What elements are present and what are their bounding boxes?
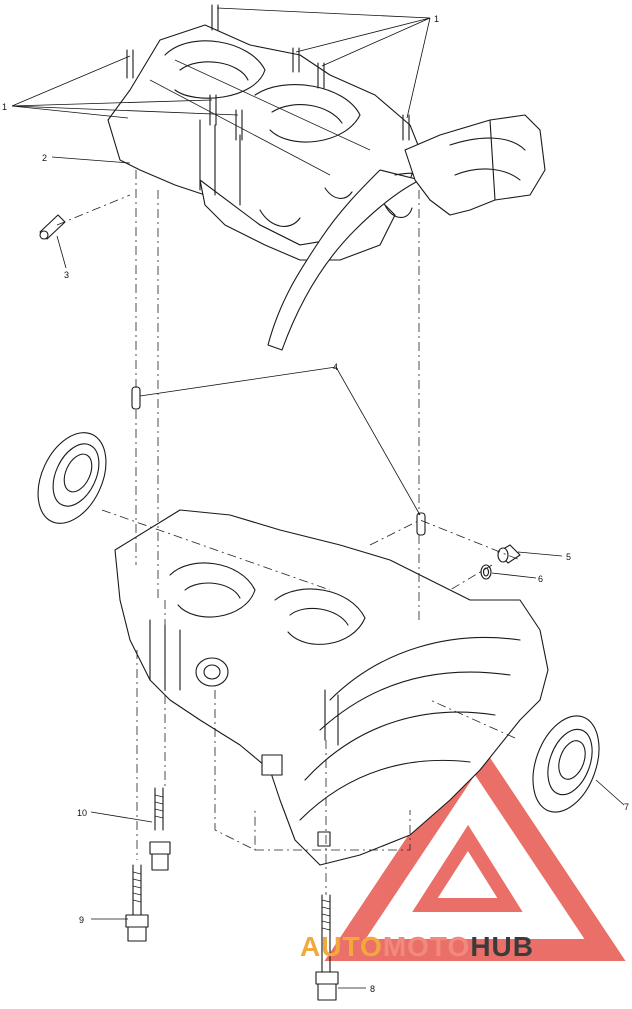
upper-crankcase [107, 4, 546, 351]
callout-4: 4 [333, 362, 338, 372]
leader-lines [11, 7, 625, 989]
bolt-10 [149, 787, 171, 871]
bolt-8 [315, 894, 339, 1001]
watermark-logo-text: AUTOMOTOHUB [300, 931, 534, 962]
callout-1-left: 1 [2, 102, 7, 112]
bolt-9 [125, 864, 149, 942]
callout-labels: 1 1 2 3 4 5 6 7 8 9 10 [2, 14, 629, 994]
callout-10: 10 [77, 808, 87, 818]
watermark-triangle-logo [324, 735, 626, 961]
callout-3: 3 [64, 270, 69, 280]
dowel-pin-3 [39, 214, 66, 240]
plug-and-washer [480, 544, 521, 580]
oil-seal-right [532, 715, 600, 813]
assembly-centerlines [56, 170, 521, 895]
callout-7: 7 [624, 802, 629, 812]
callout-2: 2 [42, 153, 47, 163]
callout-9: 9 [79, 915, 84, 925]
watermark-moto: MOTO [383, 931, 470, 962]
callout-8: 8 [370, 984, 375, 994]
callout-6: 6 [538, 574, 543, 584]
watermark-auto: AUTO [300, 931, 383, 962]
callout-5: 5 [566, 552, 571, 562]
watermark-hub: HUB [470, 931, 534, 962]
oil-seal-left [37, 432, 107, 524]
lower-crankcase [114, 509, 549, 866]
svg-text:AUTOMOTOHUB: AUTOMOTOHUB [300, 931, 534, 962]
callout-1-top: 1 [434, 14, 439, 24]
